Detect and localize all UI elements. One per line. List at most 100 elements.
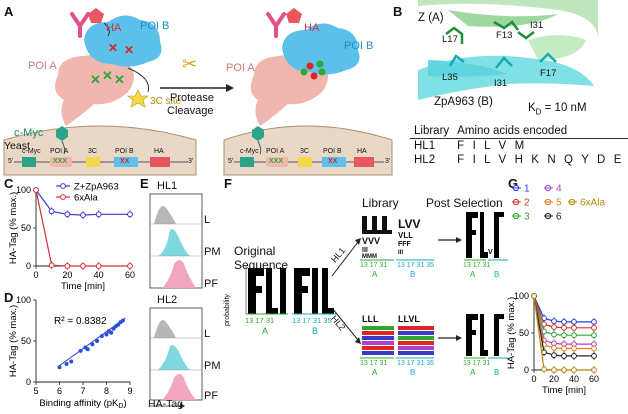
construct-seg-label: c-Myc [22, 148, 41, 155]
svg-text:III: III [398, 250, 403, 256]
series-line [533, 295, 594, 371]
data-point [64, 361, 69, 366]
data-point [80, 212, 86, 218]
y-tick-label: 50 [519, 328, 529, 338]
data-point [591, 332, 597, 339]
hl2-library-logo: LLL LLVL [360, 314, 434, 359]
x-tick-label: 6 [57, 386, 62, 396]
data-point [64, 211, 71, 218]
table-row: HL1 F I L V M [414, 140, 527, 152]
legend-entry: 6xAla [74, 193, 98, 204]
f-hl2-pos-b: 13 17 31 35 [397, 360, 434, 367]
panel-f-logos: VVV III MMM LVV VLL FFF III LLL LLVL [245, 212, 508, 359]
data-point [95, 211, 102, 218]
panel-label-d: D [4, 290, 14, 305]
construct-mark-a: XXX [269, 158, 284, 165]
label-3c-site: 3C site [150, 96, 182, 107]
legend-entry: 5 [556, 198, 562, 209]
x-axis-label: Time [min] [61, 281, 105, 292]
construct-seg-label: POI B [115, 148, 134, 155]
label-yeast: Yeast [4, 140, 30, 152]
x-tick-label: 5 [33, 386, 38, 396]
post-selection-logo-2 [464, 314, 508, 359]
label-poi-b-right: POI B [344, 40, 374, 52]
data-point [104, 332, 109, 337]
legend-entry: 2 [524, 198, 530, 209]
x-axis-label: Time [min] [542, 385, 586, 396]
post-selection-logo-1: V [464, 212, 508, 261]
data-point [571, 319, 577, 325]
x-tick-label: 20 [549, 374, 559, 384]
series-line [533, 295, 594, 323]
data-point [95, 263, 102, 269]
y-axis-label: HA-Tag (% max.) [506, 297, 517, 369]
scissors-icon: ✂ [182, 54, 197, 74]
y-tick-label: 100 [16, 185, 31, 195]
e-row-label: PM [204, 246, 221, 258]
data-point [551, 344, 557, 351]
e-xlabel: HA-Tag [148, 398, 184, 410]
construct-seg-label: 3C [300, 148, 309, 155]
construct-seg-label: POI A [266, 148, 285, 155]
construct-left [14, 157, 188, 167]
f-hl2-chain-a: A [372, 368, 378, 377]
label-poi-a-right: POI A [226, 62, 255, 74]
data-point [57, 365, 62, 370]
x-tick-label: 60 [125, 270, 135, 280]
f-hl2-chain-b: B [410, 368, 416, 377]
data-point [571, 367, 577, 373]
construct-seg-label: HA [357, 148, 367, 155]
data-point [591, 324, 597, 331]
label-poi-b: POI B [140, 20, 170, 32]
f-post2-pos-a: 13 17 31 [463, 360, 491, 367]
y-tick-label: 50 [21, 223, 31, 233]
panel-label-a: A [4, 4, 14, 19]
svg-text:LLL: LLL [362, 314, 379, 324]
x-tick-label: 40 [569, 374, 579, 384]
x-tick-label: 8 [104, 386, 109, 396]
e-row-label: PF [204, 278, 219, 290]
e-hl2-label: HL2 [157, 294, 178, 306]
y-tick-label: 0 [26, 377, 31, 387]
e-row-label: PM [204, 360, 221, 372]
label-ha: HA [106, 22, 122, 34]
series-line [533, 295, 594, 350]
panel-b-structure [408, 0, 600, 122]
poi-a-shape-left [55, 55, 134, 126]
poi-b-shape-left [84, 15, 162, 67]
residue-label: L35 [442, 72, 458, 83]
legend-entry: 3 [524, 212, 530, 223]
z-label: Z (A) [418, 12, 444, 24]
poi-a-mark: ✕ [102, 68, 113, 83]
data-point [591, 345, 597, 352]
data-point [591, 353, 597, 359]
table-header-aa: Amino acids encoded [453, 124, 628, 139]
f-hl1-chain-a: A [372, 270, 378, 279]
f-original-1: Original [234, 244, 276, 258]
svg-text:LVV: LVV [398, 217, 420, 231]
poi-b-mark: ✕ [124, 43, 134, 57]
f-hl1-pos-a: 13 17 31 [360, 262, 388, 269]
svg-text:MMM: MMM [362, 254, 377, 260]
data-point [48, 208, 55, 215]
f-post1-chain-a: A [470, 270, 476, 279]
data-point [561, 345, 567, 352]
residue-label: F13 [496, 30, 513, 41]
x-tick-label: 0 [33, 270, 38, 280]
f-post-selection: Post Selection [426, 196, 503, 210]
e-row-label: L [204, 328, 211, 340]
panel-label-c: C [4, 176, 14, 191]
f-pos-b: 13 17 31 35 [292, 316, 332, 325]
legend-entry: 1 [524, 184, 530, 195]
table-row: HL2 F I L V H K N Q Y D E [414, 154, 625, 166]
label-cmyc: c-Myc [14, 127, 44, 139]
data-point [95, 339, 100, 343]
svg-text:LLVL: LLVL [398, 314, 420, 324]
data-point [127, 263, 133, 269]
data-point [78, 348, 83, 353]
data-point [85, 347, 90, 352]
residue-label: L17 [442, 34, 458, 45]
data-point [551, 324, 557, 330]
svg-text:VVV: VVV [362, 236, 380, 246]
f-post1-pos-a: 13 17 31 [463, 262, 491, 269]
